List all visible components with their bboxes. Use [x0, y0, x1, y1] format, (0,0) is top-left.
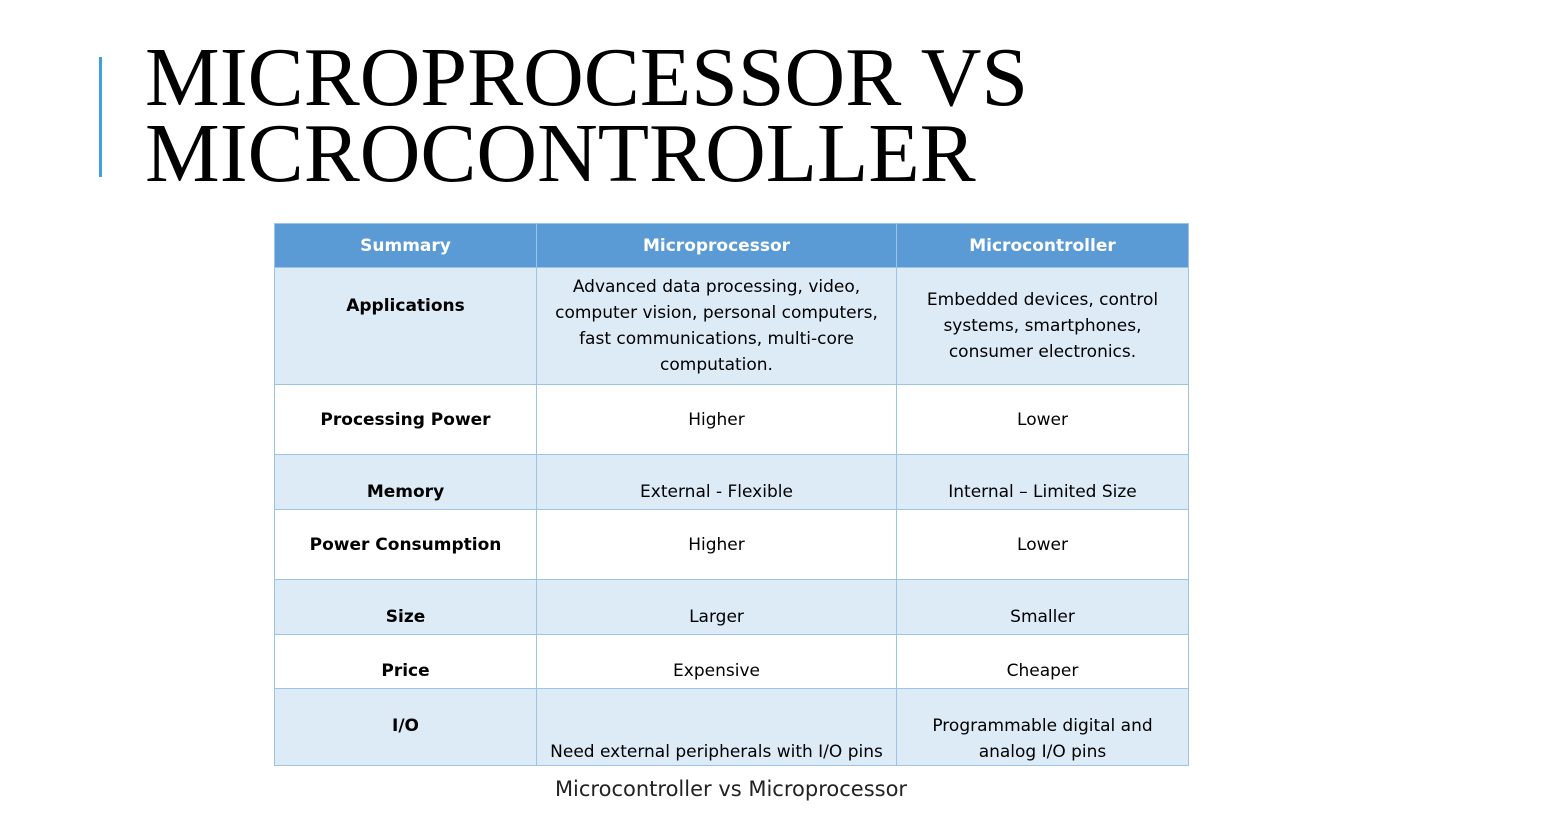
microcontroller-cell: Embedded devices, control systems, smart… — [896, 267, 1189, 385]
microprocessor-cell: Larger — [536, 579, 897, 635]
row-label: I/O — [274, 688, 537, 766]
row-label: Memory — [274, 454, 537, 510]
row-label: Power Consumption — [274, 509, 537, 580]
microprocessor-cell: Advanced data processing, video, compute… — [536, 267, 897, 385]
row-label: Applications — [274, 267, 537, 385]
microcontroller-cell: Cheaper — [896, 634, 1189, 689]
figure-caption: Microcontroller vs Microprocessor — [554, 777, 908, 801]
microcontroller-cell: Programmable digital and analog I/O pins — [896, 688, 1189, 766]
table-row: Price Expensive Cheaper — [274, 634, 1189, 689]
table-row: I/O Need external peripherals with I/O p… — [274, 688, 1189, 766]
comparison-table: Summary Microprocessor Microcontroller A… — [274, 223, 1189, 766]
microprocessor-cell: Expensive — [536, 634, 897, 689]
microcontroller-cell: Lower — [896, 509, 1189, 580]
comparison-table-container: Summary Microprocessor Microcontroller A… — [274, 223, 1189, 766]
microprocessor-cell: Higher — [536, 384, 897, 455]
header-microprocessor: Microprocessor — [536, 223, 897, 268]
header-microcontroller: Microcontroller — [896, 223, 1189, 268]
table-row: Power Consumption Higher Lower — [274, 509, 1189, 580]
microcontroller-cell: Smaller — [896, 579, 1189, 635]
microcontroller-cell: Internal – Limited Size — [896, 454, 1189, 510]
microcontroller-cell: Lower — [896, 384, 1189, 455]
table-header-row: Summary Microprocessor Microcontroller — [274, 223, 1189, 268]
microprocessor-cell: External - Flexible — [536, 454, 897, 510]
row-label: Processing Power — [274, 384, 537, 455]
header-summary: Summary — [274, 223, 537, 268]
table-row: Processing Power Higher Lower — [274, 384, 1189, 455]
row-label: Size — [274, 579, 537, 635]
row-label: Price — [274, 634, 537, 689]
microprocessor-cell: Higher — [536, 509, 897, 580]
slide-title: MICROPROCESSOR VS MICROCONTROLLER — [145, 31, 1029, 200]
microprocessor-cell: Need external peripherals with I/O pins — [536, 688, 897, 766]
table-row: Applications Advanced data processing, v… — [274, 267, 1189, 385]
title-accent-bar — [99, 57, 102, 177]
table-row: Memory External - Flexible Internal – Li… — [274, 454, 1189, 510]
table-row: Size Larger Smaller — [274, 579, 1189, 635]
